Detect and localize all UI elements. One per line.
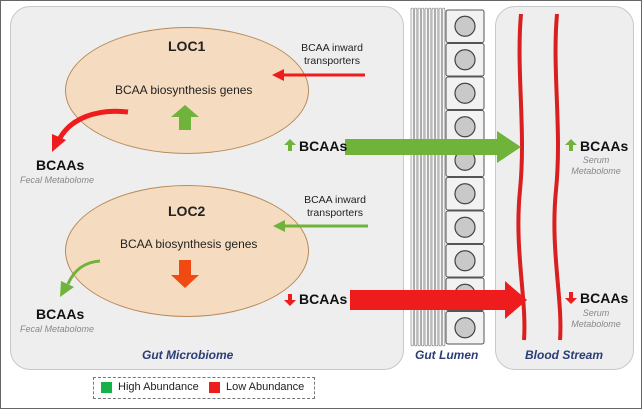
legend-low-label: Low Abundance [226, 381, 305, 393]
villus [438, 7, 442, 347]
loc1-lumen-to-blood-arrow [345, 131, 521, 163]
cell-nucleus [454, 49, 476, 71]
loc2-lumen-bcaas: BCAAs [299, 291, 348, 307]
loc2-transporter-line2: transporters [306, 207, 364, 219]
loc2-ellipse [65, 185, 309, 317]
loc1-transporter-line1: BCAA inward [301, 42, 363, 54]
loc2-genes-label: BCAA biosynthesis genes [120, 237, 258, 251]
villus [421, 7, 425, 347]
loc2-fecal-arrow [60, 259, 101, 297]
cell-nucleus [454, 116, 476, 138]
loc1-serum-line1: Serum [582, 155, 610, 165]
loc2-serum-line2: Metabolome [571, 319, 621, 329]
loc1-serum-metabolome: Serum Metabolome [570, 155, 622, 177]
loc2-serum-metabolome: Serum Metabolome [570, 308, 622, 330]
gut-lumen-label: Gut Lumen [415, 348, 479, 362]
cell-nucleus [454, 183, 476, 205]
loc1-transporter-label: BCAA inward transporters [292, 42, 372, 68]
cell-nucleus [454, 82, 476, 104]
loc1-genes-up-arrow [171, 105, 199, 130]
loc1-fecal-metabolome: Fecal Metabolome [20, 175, 95, 185]
loc2-transporter-arrow [273, 220, 368, 232]
loc1-ellipse [65, 27, 309, 154]
legend: High Abundance Low Abundance [93, 377, 315, 399]
loc2-lumen-to-blood-arrow [350, 281, 527, 319]
blood-vessel-left [516, 13, 527, 341]
loc2-transporter-label: BCAA inward transporters [295, 194, 375, 220]
blood-stream-label: Blood Stream [525, 348, 604, 362]
loc1-serum-line2: Metabolome [571, 166, 621, 176]
loc1-transporter-arrow [272, 69, 365, 81]
loc2-serum-line1: Serum [582, 308, 610, 318]
villus [424, 7, 428, 347]
villus [431, 7, 435, 347]
loc2-serum-down-indicator [565, 292, 577, 304]
loc1-genes-label: BCAA biosynthesis genes [115, 83, 253, 97]
villus [417, 7, 421, 347]
villus [410, 7, 414, 347]
villus [428, 7, 432, 347]
loc1-serum-bcaas: BCAAs [580, 138, 629, 154]
villus [442, 7, 446, 347]
loc1-fecal-arrow [52, 108, 129, 152]
cell-nucleus [454, 317, 476, 339]
loc2-serum-bcaas: BCAAs [580, 290, 629, 306]
gut-microbiome-label: Gut Microbiome [142, 348, 234, 362]
loc1-serum-up-indicator [565, 139, 577, 151]
loc1-transporter-line2: transporters [303, 55, 361, 67]
villus [414, 7, 418, 347]
cell-nucleus [454, 216, 476, 238]
blood-vessel-right [552, 13, 563, 341]
loc2-title: LOC2 [168, 203, 206, 219]
loc1-fecal-bcaas: BCAAs [36, 157, 85, 173]
loc2-fecal-metabolome: Fecal Metabolome [20, 324, 95, 334]
loc2-fecal-bcaas: BCAAs [36, 306, 85, 322]
legend-low-swatch [209, 382, 220, 393]
loc2-lumen-down-indicator [284, 294, 296, 306]
loc1-lumen-up-indicator [284, 139, 296, 151]
loc2-transporter-line1: BCAA inward [304, 194, 366, 206]
loc2-genes-down-arrow [171, 260, 199, 288]
cell-nucleus [454, 250, 476, 272]
legend-high-swatch [101, 382, 112, 393]
epithelium-cells [410, 7, 485, 347]
loc1-title: LOC1 [168, 38, 206, 54]
loc1-lumen-bcaas: BCAAs [299, 138, 348, 154]
cell-nucleus [454, 15, 476, 37]
villus [435, 7, 439, 347]
legend-high-label: High Abundance [118, 381, 199, 393]
